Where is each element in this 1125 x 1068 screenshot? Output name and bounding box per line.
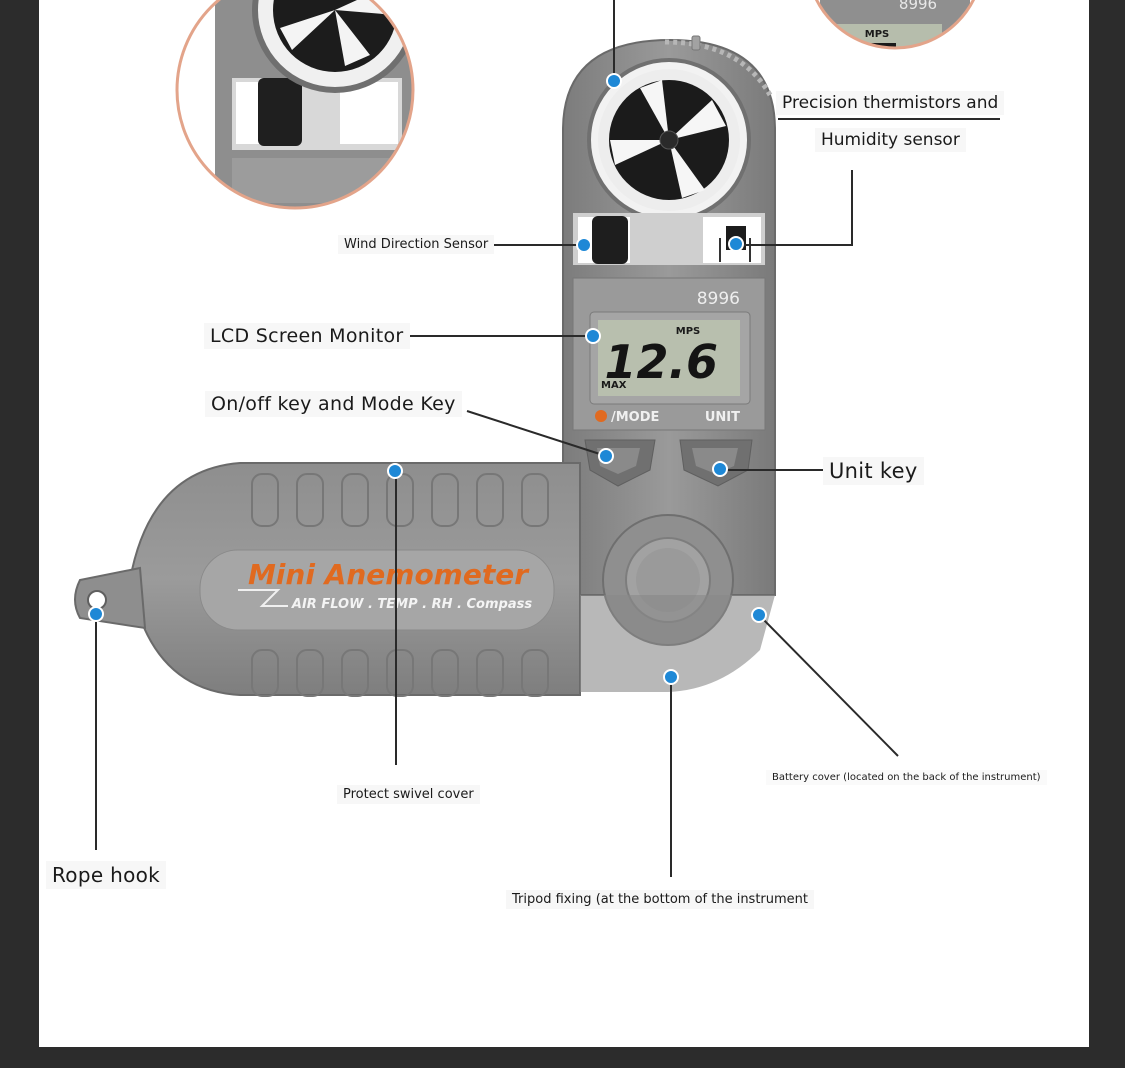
label-thermistor-line1: Precision thermistors and — [776, 91, 1005, 115]
label-swivel: Protect swivel cover — [337, 785, 480, 804]
wind-direction-sensor — [592, 216, 628, 264]
inset-model-text: 8996 — [899, 0, 937, 13]
impeller-fan — [587, 58, 751, 222]
lcd-unit: MPS — [676, 326, 700, 337]
unit-key-label: UNIT — [705, 410, 740, 425]
brand-title: Mini Anemometer — [248, 558, 530, 591]
callout-dot-tripod — [663, 669, 679, 685]
mode-key-label: /MODE — [611, 410, 659, 425]
callout-dot-wind-direction — [576, 237, 592, 253]
callout-dot-unit — [712, 461, 728, 477]
rope-hook — [74, 566, 147, 630]
lcd-value: 12.6 — [605, 335, 719, 389]
label-unit-key: Unit key — [823, 457, 924, 485]
label-tripod: Tripod fixing (at the bottom of the inst… — [506, 890, 815, 909]
inset-lcd-closeup: MPS 8996 — [807, 0, 983, 50]
callout-dot-mode — [598, 448, 614, 464]
callout-dots — [88, 73, 767, 685]
leader-lines — [95, 0, 1000, 877]
lcd-mode: MAX — [601, 380, 627, 391]
callout-dot-rope — [88, 606, 104, 622]
callout-dot-battery — [751, 607, 767, 623]
label-lcd: LCD Screen Monitor — [204, 323, 410, 349]
inset-unit-text: MPS — [865, 29, 889, 40]
lcd-screen — [598, 320, 740, 396]
inset-sensor-closeup — [175, 0, 415, 210]
label-onoff: On/off key and Mode Key — [205, 391, 462, 417]
power-icon — [595, 410, 607, 422]
label-rope-hook: Rope hook — [46, 861, 167, 889]
callout-dot-lcd — [585, 328, 601, 344]
callout-dot-humidity — [728, 236, 744, 252]
callout-dot-swivel — [387, 463, 403, 479]
model-number: 8996 — [697, 289, 740, 309]
brand-plate — [199, 549, 555, 631]
callout-dot-fan — [606, 73, 622, 89]
brand-subtitle: AIR FLOW . TEMP . RH . Compass — [291, 597, 532, 612]
label-thermistor-line2: Humidity sensor — [815, 128, 966, 152]
label-wind-direction: Wind Direction Sensor — [338, 235, 495, 254]
label-battery: Battery cover (located on the back of th… — [766, 770, 1047, 785]
anemometer-device: 8996 MPS 12.6 MAX /MODE UNIT — [74, 35, 776, 697]
